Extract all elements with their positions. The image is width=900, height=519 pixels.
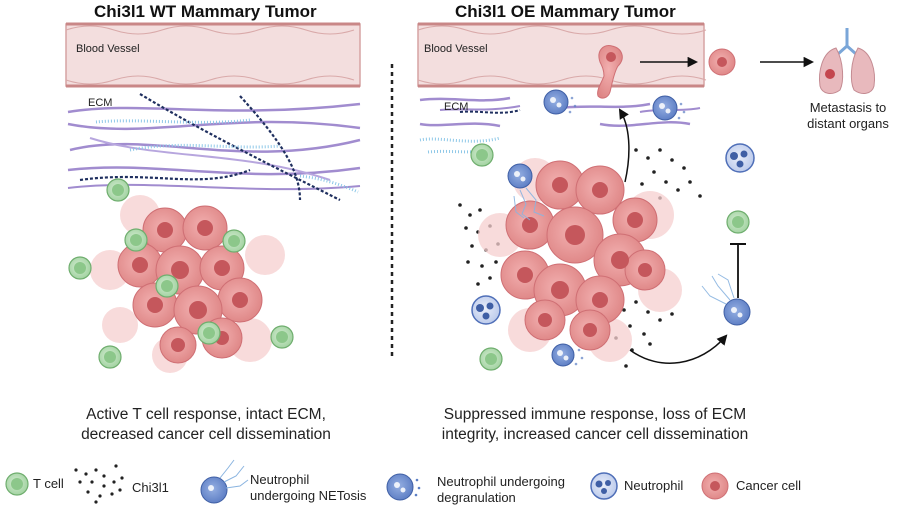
circulating-cancer-cell <box>708 48 736 76</box>
left-blood-vessel-label: Blood Vessel <box>76 43 140 55</box>
right-degranulating-neutrophils <box>507 89 751 367</box>
legend-t-cell-icon <box>5 472 29 496</box>
right-caption-line2: integrity, increased cancer cell dissemi… <box>441 426 749 443</box>
legend-netosis-icon <box>200 459 249 504</box>
legend-degranulation-line2: degranulation <box>437 490 516 505</box>
left-caption: Active T cell response, intact ECM, decr… <box>46 405 366 445</box>
chi3l1-to-neutrophil-arrow <box>629 334 728 364</box>
left-caption-line2: decreased cancer cell dissemination <box>81 426 331 443</box>
legend-degranulation-icon <box>386 473 421 501</box>
dissemination-arrow <box>618 108 630 183</box>
left-t-cells <box>68 178 294 369</box>
legend-degranulation-label: Neutrophil undergoing degranulation <box>437 474 565 506</box>
left-ecm-label: ECM <box>88 97 113 109</box>
left-caption-line1: Active T cell response, intact ECM, <box>86 406 326 423</box>
left-tumor-cluster <box>90 195 285 373</box>
right-panel-title: Chi3l1 OE Mammary Tumor <box>455 2 676 21</box>
right-blood-vessel-label: Blood Vessel <box>424 43 488 55</box>
metastasis-line2: distant organs <box>807 116 889 131</box>
left-blood-vessel <box>65 22 361 88</box>
right-tumor-cluster <box>478 158 682 362</box>
net-fibers <box>513 187 735 305</box>
right-neutrophils <box>471 143 755 325</box>
legend-neutrophil-icon <box>590 472 618 500</box>
lungs-icon <box>819 28 875 94</box>
legend-netosis-line2: undergoing NETosis <box>250 488 367 503</box>
right-blood-vessel <box>417 22 707 88</box>
legend-chi3l1-label: Chi3l1 <box>132 480 169 495</box>
legend-cancer-cell-label: Cancer cell <box>736 478 802 493</box>
legend-cancer-cell-icon <box>701 472 729 500</box>
legend-netosis-label: Neutrophil undergoing NETosis <box>250 472 366 504</box>
intravasating-cancer-cell <box>597 45 623 99</box>
right-caption: Suppressed immune response, loss of ECM … <box>420 405 770 445</box>
legend-degranulation-line1: Neutrophil undergoing <box>437 474 565 489</box>
left-panel-title: Chi3l1 WT Mammary Tumor <box>94 2 317 21</box>
left-ecm-fibers <box>67 93 361 201</box>
legend-chi3l1-icon <box>74 464 124 504</box>
t-cell-inhibition <box>730 243 746 298</box>
metastasis-line1: Metastasis to <box>809 100 887 115</box>
right-t-cells <box>470 143 750 371</box>
legend-t-cell-label: T cell <box>33 476 64 491</box>
metastasis-label: Metastasis to distant organs <box>796 100 900 132</box>
right-ecm-label: ECM <box>444 101 469 113</box>
right-caption-line1: Suppressed immune response, loss of ECM <box>443 406 747 423</box>
legend-netosis-line1: Neutrophil <box>250 472 310 487</box>
legend-neutrophil-label: Neutrophil <box>624 478 684 493</box>
